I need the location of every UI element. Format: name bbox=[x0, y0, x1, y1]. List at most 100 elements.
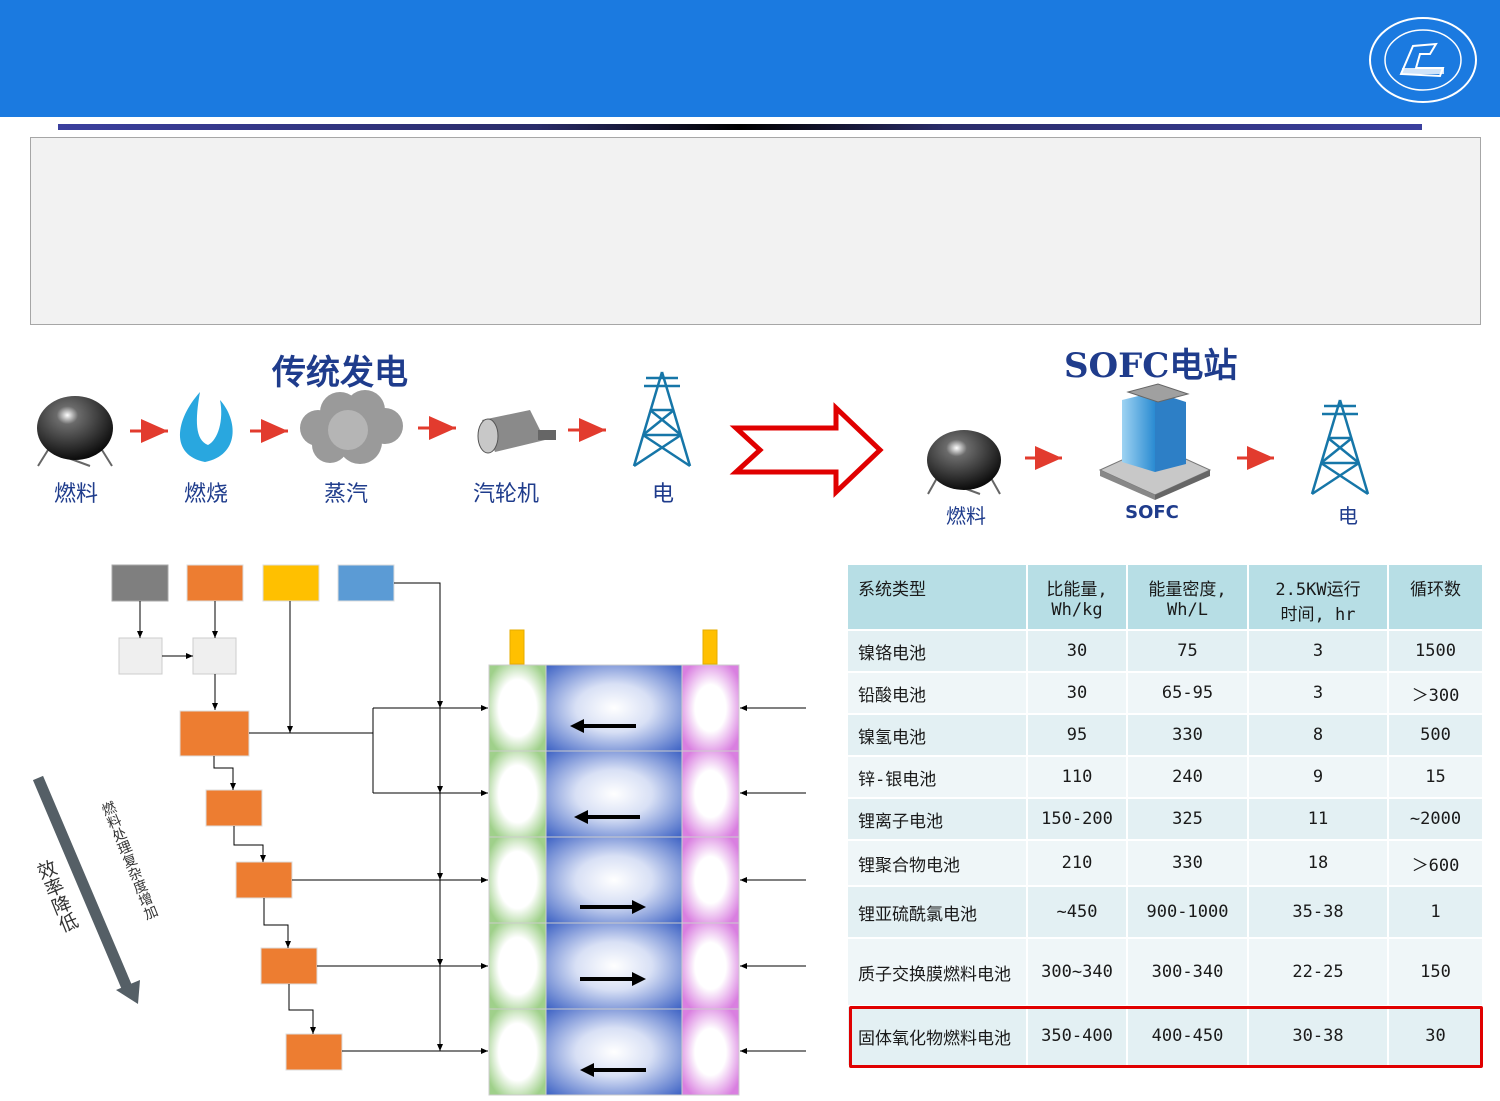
table-cell: 18 bbox=[1247, 839, 1389, 887]
table-row: 锌-银电池 110 240 9 15 bbox=[846, 755, 1484, 799]
table-cell: 锂聚合物电池 bbox=[846, 839, 1028, 887]
table-cell: 11 bbox=[1247, 797, 1389, 841]
transition-arrow-icon bbox=[729, 402, 884, 498]
fuel-tank-icon bbox=[37, 396, 113, 467]
table-cell: 镍氢电池 bbox=[846, 713, 1028, 757]
flow-label-turbine: 汽轮机 bbox=[472, 482, 539, 507]
sofc-label-power: 电 bbox=[1338, 504, 1358, 528]
table-cell: 30-38 bbox=[1247, 1005, 1389, 1067]
table-cell: ~2000 bbox=[1387, 797, 1484, 841]
purple-electrode bbox=[681, 664, 740, 1096]
orange-box bbox=[186, 564, 244, 602]
efficiency-arrow bbox=[32, 775, 140, 1004]
table-cell: 350-400 bbox=[1026, 1005, 1128, 1067]
table-cell: 30 bbox=[1026, 671, 1128, 715]
table-cell: 240 bbox=[1126, 755, 1249, 799]
table-cell: 150-200 bbox=[1026, 797, 1128, 841]
table-cell: 8 bbox=[1247, 713, 1389, 757]
blue-electrolyte bbox=[545, 664, 683, 1096]
flow-label-power: 电 bbox=[651, 482, 674, 507]
table-cell: 1500 bbox=[1387, 629, 1484, 673]
table-cell: 锂离子电池 bbox=[846, 797, 1028, 841]
sofc-stack-icon bbox=[1098, 383, 1212, 500]
header-cell: 系统类型 bbox=[846, 563, 1028, 631]
table-cell: 210 bbox=[1026, 839, 1128, 887]
table-cell: 30 bbox=[1387, 1005, 1484, 1067]
table-row: 锂离子电池 150-200 325 11 ~2000 bbox=[846, 797, 1484, 841]
table-cell: 质子交换膜燃料电池 bbox=[846, 937, 1028, 1007]
table-row: 锂聚合物电池 210 330 18 ＞600 bbox=[846, 839, 1484, 887]
orange-stage-4 bbox=[260, 947, 318, 985]
turbine-icon bbox=[477, 410, 556, 454]
table-row: 质子交换膜燃料电池 300~340 300-340 22-25 150 bbox=[846, 937, 1484, 1007]
flame-icon bbox=[180, 392, 233, 462]
table-cell: 75 bbox=[1126, 629, 1249, 673]
table-cell: 固体氧化物燃料电池 bbox=[846, 1005, 1028, 1067]
table-cell: 330 bbox=[1126, 839, 1249, 887]
gray-box bbox=[111, 564, 169, 602]
arrow-left-icon bbox=[570, 719, 636, 733]
highlight-frame bbox=[849, 1006, 1483, 1068]
flow-label-burn: 燃烧 bbox=[183, 482, 228, 507]
header-bar bbox=[0, 0, 1500, 117]
flow-label-fuel: 燃料 bbox=[53, 482, 98, 507]
power-tower-icon bbox=[632, 371, 692, 468]
table-cell: 镍铬电池 bbox=[846, 629, 1028, 673]
arrow-left-icon bbox=[574, 810, 640, 824]
table-cell: 110 bbox=[1026, 755, 1128, 799]
table-cell: 3 bbox=[1247, 671, 1389, 715]
table-cell: 325 bbox=[1126, 797, 1249, 841]
light-box-2 bbox=[192, 637, 237, 675]
table-cell: 300~340 bbox=[1026, 937, 1128, 1007]
table-cell: 铅酸电池 bbox=[846, 671, 1028, 715]
table-cell: 65-95 bbox=[1126, 671, 1249, 715]
header-cell: 循环数 bbox=[1387, 563, 1484, 631]
traditional-title: 传统发电 bbox=[272, 353, 408, 393]
table-header-row: 系统类型 比能量, Wh/kg 能量密度, Wh/L 2.5KW运行 时间, h… bbox=[846, 563, 1484, 631]
orange-stage-3 bbox=[235, 861, 293, 899]
header-cell: 2.5KW运行 时间, hr bbox=[1247, 563, 1389, 631]
table-cell: 150 bbox=[1387, 937, 1484, 1007]
cell-stack bbox=[488, 629, 806, 1096]
table-cell: 35-38 bbox=[1247, 885, 1389, 939]
table-cell: ＞600 bbox=[1387, 839, 1484, 887]
flow-label-steam: 蒸汽 bbox=[323, 482, 368, 507]
steam-cloud-icon bbox=[300, 390, 403, 464]
table-cell: 30 bbox=[1026, 629, 1128, 673]
table-row: 铅酸电池 30 65-95 3 ＞300 bbox=[846, 671, 1484, 715]
table-cell: 300-340 bbox=[1126, 937, 1249, 1007]
yellow-box bbox=[262, 564, 320, 602]
fuel-tank-icon bbox=[927, 430, 1001, 495]
table-cell: 15 bbox=[1387, 755, 1484, 799]
arrow-right-icon bbox=[580, 972, 646, 986]
header-cell: 能量密度, Wh/L bbox=[1126, 563, 1249, 631]
table-cell: ~450 bbox=[1026, 885, 1128, 939]
table-cell: 500 bbox=[1387, 713, 1484, 757]
orange-stage-1 bbox=[179, 710, 250, 757]
header-cell: 比能量, Wh/kg bbox=[1026, 563, 1128, 631]
table-cell: 22-25 bbox=[1247, 937, 1389, 1007]
battery-comparison-table: 系统类型 比能量, Wh/kg 能量密度, Wh/L 2.5KW运行 时间, h… bbox=[846, 563, 1484, 1067]
orange-stage-2 bbox=[205, 789, 263, 827]
note-box bbox=[30, 137, 1481, 325]
power-tower-icon bbox=[1310, 399, 1370, 496]
university-seal-icon bbox=[1369, 17, 1477, 103]
table-row: 锂亚硫酰氯电池 ~450 900-1000 35-38 1 bbox=[846, 885, 1484, 939]
blue-box bbox=[337, 564, 395, 602]
header-rule bbox=[58, 124, 1422, 130]
arrow-left-icon bbox=[580, 1063, 646, 1077]
table-cell: 9 bbox=[1247, 755, 1389, 799]
light-box-1 bbox=[118, 637, 163, 675]
process-diagram bbox=[111, 564, 488, 1071]
table-cell: 锌-银电池 bbox=[846, 755, 1028, 799]
table-cell: 330 bbox=[1126, 713, 1249, 757]
table-row: 镍氢电池 95 330 8 500 bbox=[846, 713, 1484, 757]
table-cell: 锂亚硫酰氯电池 bbox=[846, 885, 1028, 939]
table-cell: 3 bbox=[1247, 629, 1389, 673]
table-cell: ＞300 bbox=[1387, 671, 1484, 715]
sofc-label-fuel: 燃料 bbox=[946, 504, 986, 528]
table-cell: 1 bbox=[1387, 885, 1484, 939]
orange-stage-5 bbox=[285, 1033, 343, 1071]
table-cell: 95 bbox=[1026, 713, 1128, 757]
